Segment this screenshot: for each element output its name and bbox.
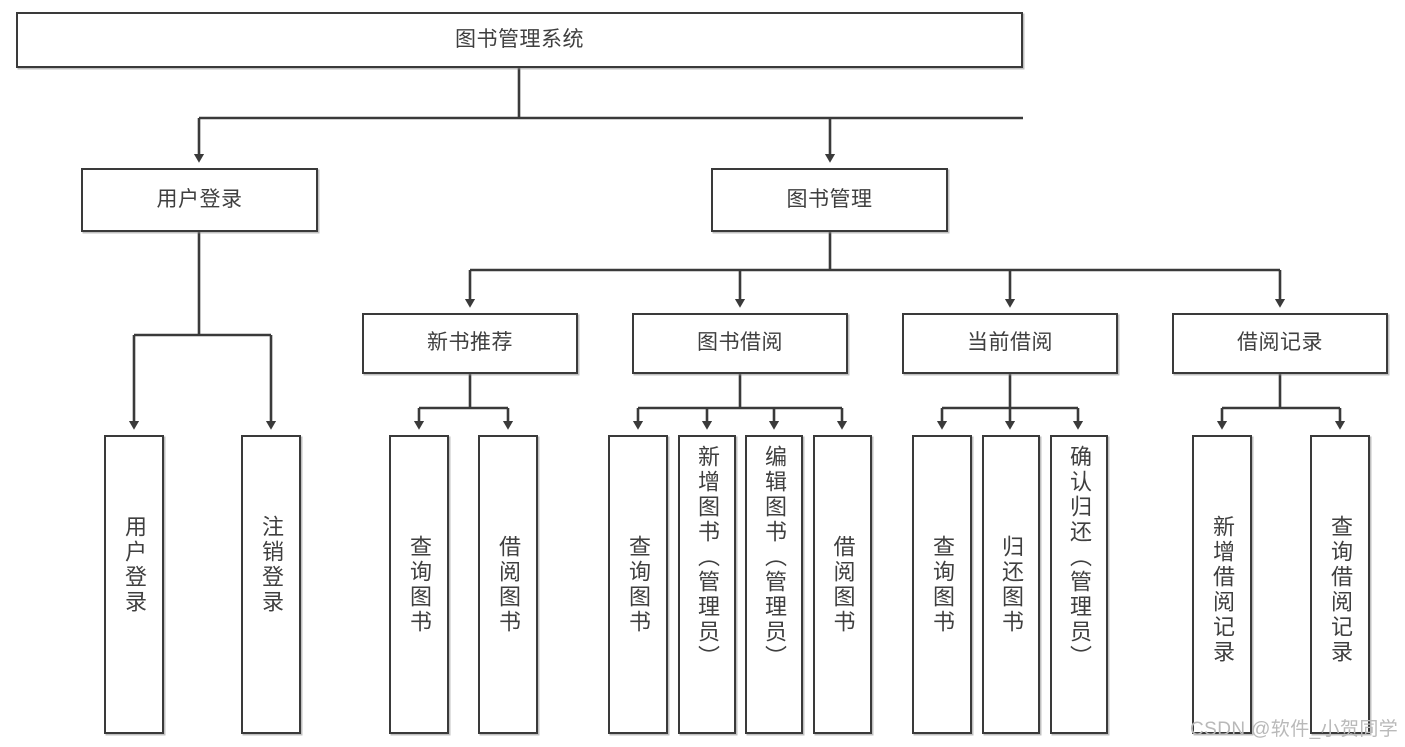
- node-book-management[interactable]: 图书管理: [711, 168, 948, 232]
- node-new-book-recommend[interactable]: 新书推荐: [362, 313, 578, 374]
- leaf-book-borrow-edit-label: 编辑图书（管理员）: [762, 445, 787, 670]
- node-user-login[interactable]: 用户登录: [81, 168, 318, 232]
- node-root-label: 图书管理系统: [455, 27, 584, 51]
- leaf-borrow-record-add[interactable]: 新增借阅记录: [1192, 435, 1252, 734]
- leaf-current-borrow-return[interactable]: 归还图书: [982, 435, 1040, 734]
- node-new-book-recommend-label: 新书推荐: [427, 331, 513, 355]
- leaf-current-borrow-search-label: 查询图书: [930, 535, 955, 635]
- leaf-book-borrow-search-label: 查询图书: [626, 535, 651, 635]
- node-book-borrow[interactable]: 图书借阅: [632, 313, 848, 374]
- node-book-borrow-label: 图书借阅: [697, 331, 783, 355]
- leaf-book-borrow-borrow-label: 借阅图书: [830, 535, 856, 635]
- node-current-borrow-label: 当前借阅: [967, 331, 1053, 355]
- node-current-borrow[interactable]: 当前借阅: [902, 313, 1118, 374]
- leaf-book-borrow-borrow[interactable]: 借阅图书: [813, 435, 872, 734]
- leaf-borrow-record-search-label: 查询借阅记录: [1328, 515, 1353, 665]
- leaf-new-book-borrow[interactable]: 借阅图书: [478, 435, 538, 734]
- csdn-watermark: CSDN @软件_小贺同学: [1190, 719, 1399, 740]
- leaf-new-book-search[interactable]: 查询图书: [389, 435, 449, 734]
- leaf-borrow-record-add-label: 新增借阅记录: [1210, 515, 1235, 665]
- leaf-current-borrow-return-label: 归还图书: [999, 535, 1024, 635]
- leaf-user-login-signout[interactable]: 注销登录: [241, 435, 301, 734]
- node-borrow-record-label: 借阅记录: [1237, 331, 1323, 355]
- leaf-current-borrow-confirm-label: 确认归还（管理员）: [1067, 445, 1092, 670]
- leaf-book-borrow-add[interactable]: 新增图书（管理员）: [678, 435, 736, 734]
- leaf-user-login-signin-label: 用户登录: [122, 515, 147, 615]
- leaf-new-book-search-label: 查询图书: [407, 535, 432, 635]
- leaf-user-login-signin[interactable]: 用户登录: [104, 435, 164, 734]
- leaf-user-login-signout-label: 注销登录: [259, 515, 284, 615]
- node-book-management-label: 图书管理: [786, 187, 873, 211]
- node-user-login-label: 用户登录: [156, 187, 243, 211]
- leaf-book-borrow-add-label: 新增图书（管理员）: [695, 445, 720, 670]
- node-root[interactable]: 图书管理系统: [16, 12, 1023, 68]
- leaf-new-book-borrow-label: 借阅图书: [496, 535, 521, 635]
- node-borrow-record[interactable]: 借阅记录: [1172, 313, 1388, 374]
- leaf-book-borrow-search[interactable]: 查询图书: [608, 435, 668, 734]
- leaf-book-borrow-edit[interactable]: 编辑图书（管理员）: [745, 435, 803, 734]
- leaf-current-borrow-confirm[interactable]: 确认归还（管理员）: [1050, 435, 1108, 734]
- leaf-borrow-record-search[interactable]: 查询借阅记录: [1310, 435, 1370, 734]
- leaf-current-borrow-search[interactable]: 查询图书: [912, 435, 972, 734]
